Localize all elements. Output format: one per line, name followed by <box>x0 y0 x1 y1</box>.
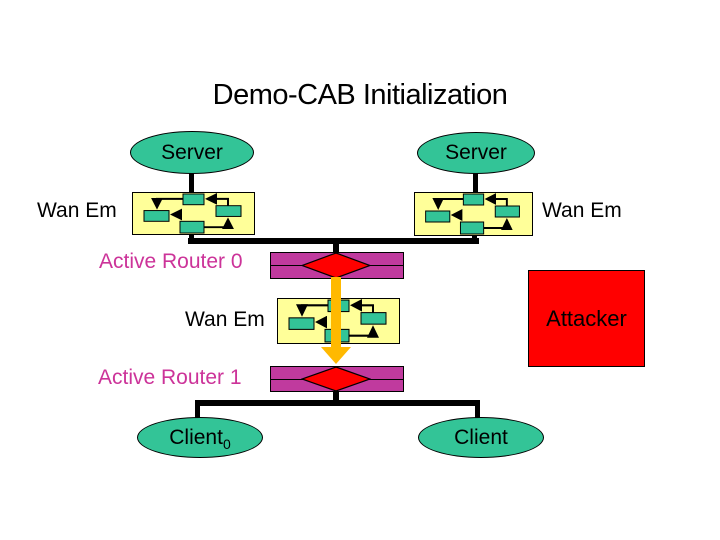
trunk-bottom <box>195 400 480 406</box>
server-right-label: Server <box>445 141 507 164</box>
wan-em-label-right: Wan Em <box>542 199 622 222</box>
connector-client-right <box>475 406 480 418</box>
active-router1-label: Active Router 1 <box>98 366 242 389</box>
connector-wanleft-trunk <box>189 233 194 239</box>
connector-server-left <box>189 170 194 194</box>
server-node-left: Server <box>130 131 254 174</box>
attacker-label: Attacker <box>546 305 627 331</box>
wan-em-label-middle: Wan Em <box>185 308 265 331</box>
client-right-label: Client <box>454 425 508 449</box>
connector-wanright-trunk <box>472 234 477 239</box>
router1-diamond-icon <box>301 366 371 392</box>
wan-em-label-left: Wan Em <box>37 199 117 222</box>
client-node-right: Client <box>418 417 544 458</box>
connector-server-right <box>473 170 478 194</box>
wan-emulator-box-right <box>414 192 533 236</box>
router0-diamond-icon <box>301 252 371 279</box>
attack-arrow-shaft <box>331 277 341 348</box>
connector-router1-trunk <box>333 390 339 401</box>
active-router0-label: Active Router 0 <box>99 250 243 273</box>
client-left-subscript: 0 <box>222 435 231 452</box>
wan-emulator-box-left <box>132 192 255 235</box>
connector-trunk-router0 <box>333 244 339 253</box>
server-node-right: Server <box>417 132 535 174</box>
active-router1-bar <box>270 366 404 392</box>
server-left-label: Server <box>161 140 223 164</box>
active-router0-bar <box>270 252 404 279</box>
attack-arrow-head-icon <box>321 347 351 364</box>
trunk-top <box>188 238 479 244</box>
connector-client-left <box>195 406 200 418</box>
slide-title: Demo-CAB Initialization <box>212 79 508 111</box>
client-left-label: Client <box>169 425 223 449</box>
attacker-box: Attacker <box>528 270 645 367</box>
